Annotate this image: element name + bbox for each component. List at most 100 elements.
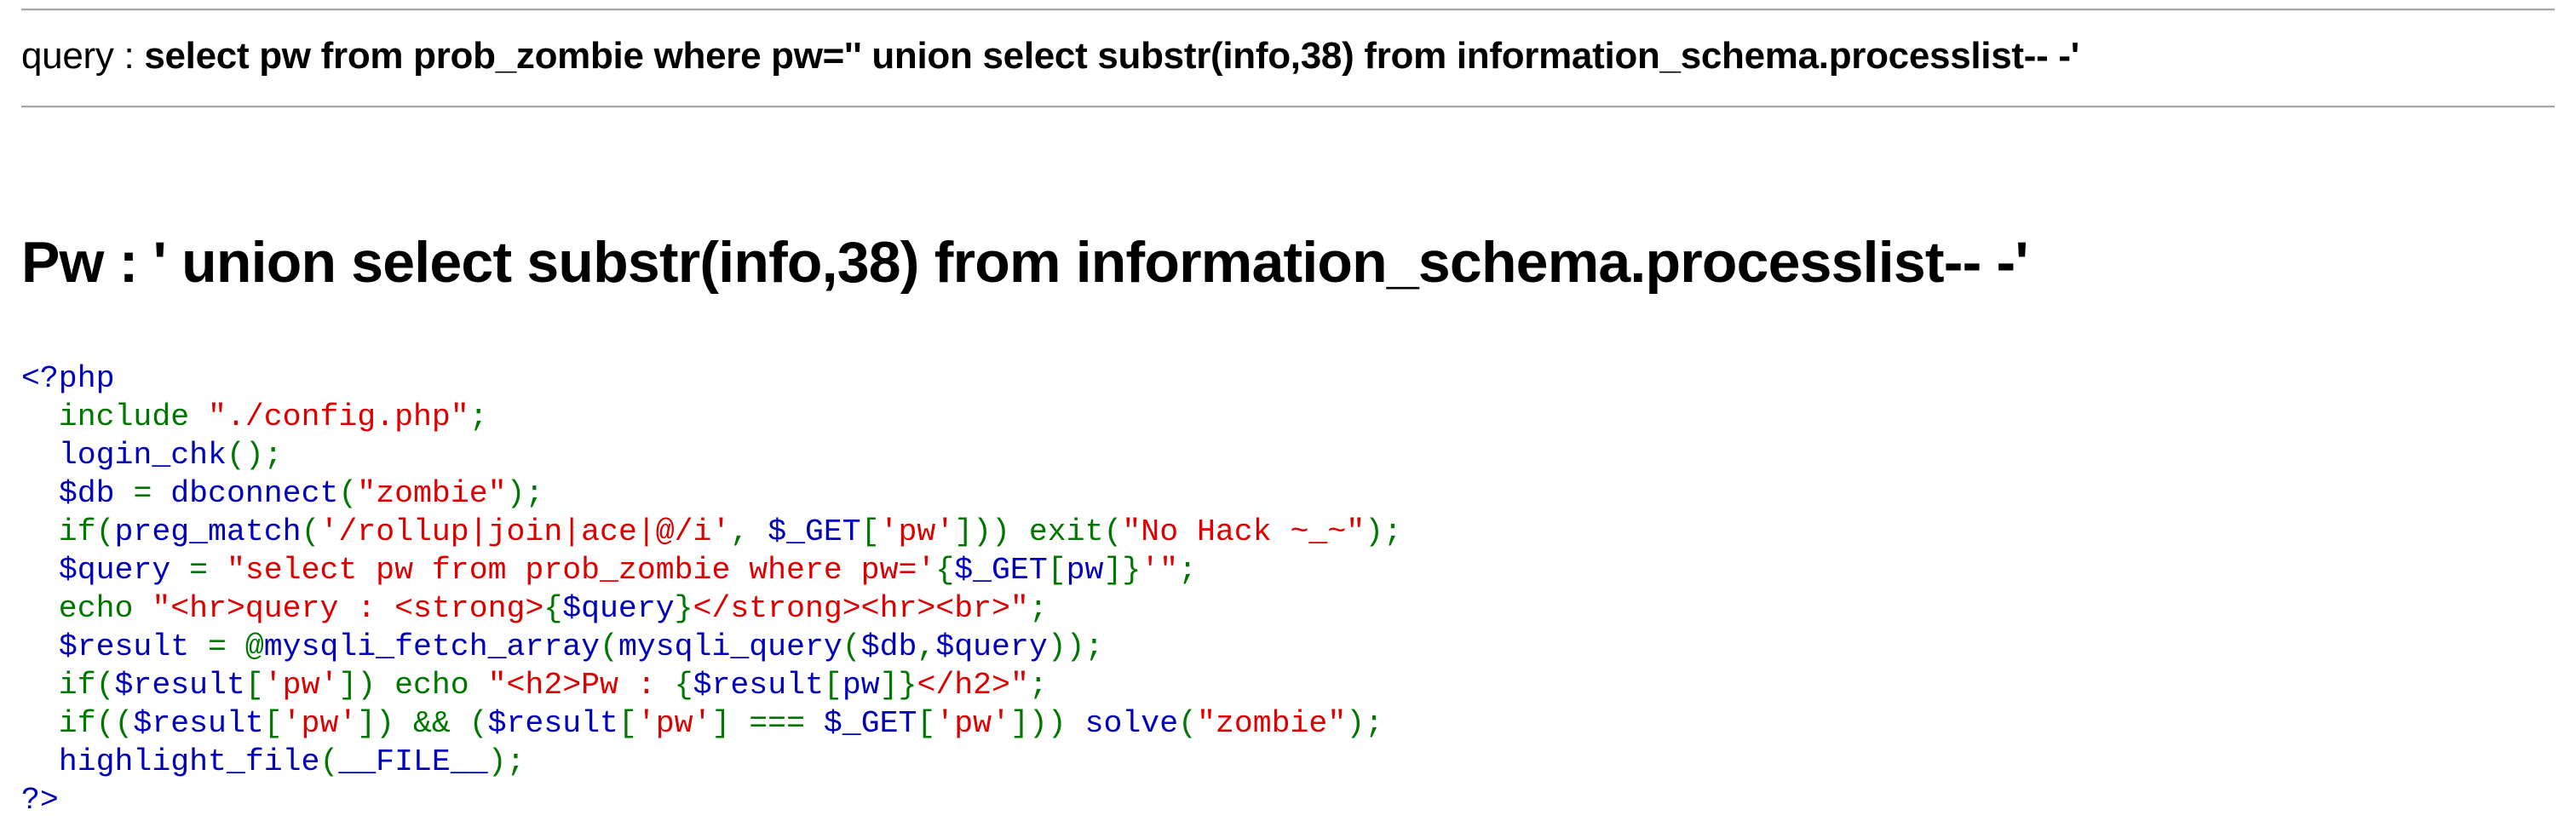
code-token: if( <box>21 514 115 549</box>
code-token: highlight_file <box>58 744 320 779</box>
code-token <box>21 476 59 511</box>
code-token: "zombie" <box>357 476 507 511</box>
code-token: include <box>21 399 209 434</box>
code-token: $result <box>487 706 618 741</box>
code-token: 'pw' <box>263 668 339 703</box>
code-token: [ <box>244 668 264 703</box>
bottom-horizontal-rule <box>21 106 2555 108</box>
code-token <box>21 629 59 664</box>
code-token: ] === <box>711 706 824 741</box>
code-token <box>21 438 59 473</box>
code-token: mysqli_fetch_array <box>263 629 601 664</box>
code-line: <?php <box>21 359 1402 398</box>
code-token: , <box>730 514 768 549</box>
code-token: "No Hack ~_~" <box>1122 514 1366 549</box>
code-token: )); <box>1047 629 1104 664</box>
query-label: query : <box>21 35 145 77</box>
code-token: [ <box>823 668 842 703</box>
code-token: $result <box>114 668 245 703</box>
code-token: '" <box>1141 553 1179 588</box>
code-line: highlight_file(__FILE__); <box>21 743 1402 781</box>
code-token: ); <box>1346 706 1384 741</box>
code-token: ); <box>487 744 526 779</box>
pw-result-heading: Pw : ' union select substr(info,38) from… <box>21 230 2029 295</box>
code-token <box>21 744 59 779</box>
code-token: "./config.php" <box>208 399 469 434</box>
code-token: ( <box>600 629 618 664</box>
code-token: $query <box>562 591 675 626</box>
query-display: query : select pw from prob_zombie where… <box>21 32 2079 80</box>
code-token: "select pw from prob_zombie where pw=' <box>226 553 936 588</box>
code-token: solve <box>1084 706 1179 741</box>
code-token: if(( <box>21 706 134 741</box>
code-token: (); <box>226 438 283 473</box>
code-token: ( <box>842 629 861 664</box>
code-token: if( <box>21 668 115 703</box>
query-text: select pw from prob_zombie where pw='' u… <box>144 35 2079 77</box>
code-token: ; <box>1028 591 1048 626</box>
code-token: $_GET <box>954 553 1048 588</box>
code-line: ?> <box>21 781 1402 819</box>
code-token: "<hr>query : <strong> <box>152 591 544 626</box>
code-line: login_chk(); <box>21 436 1402 474</box>
code-token: </h2>" <box>917 668 1029 703</box>
code-token: ]} <box>879 668 917 703</box>
code-token: $result <box>58 629 209 664</box>
code-token: ; <box>1028 668 1048 703</box>
code-token: 'pw' <box>636 706 712 741</box>
code-token: , <box>917 629 936 664</box>
code-line: if(($result['pw']) && ($result['pw'] ===… <box>21 704 1402 743</box>
code-token: ( <box>1178 706 1198 741</box>
code-token: '/rollup|join|ace|@/i' <box>319 514 731 549</box>
code-token: __FILE__ <box>338 744 488 779</box>
code-token: = @ <box>208 629 264 664</box>
code-token: ?> <box>21 783 59 818</box>
code-token: $db <box>58 476 134 511</box>
code-token: ; <box>1178 553 1197 588</box>
code-token: { <box>935 553 955 588</box>
code-token: [ <box>618 706 637 741</box>
top-horizontal-rule <box>21 9 2555 11</box>
code-token: [ <box>263 706 283 741</box>
code-token: ( <box>338 476 358 511</box>
code-token: [ <box>917 706 936 741</box>
code-token: mysqli_query <box>618 629 842 664</box>
code-token: [ <box>860 514 880 549</box>
code-token: ]} <box>1103 553 1141 588</box>
code-line: include "./config.php"; <box>21 398 1402 436</box>
code-token: $result <box>133 706 264 741</box>
code-token: 'pw' <box>879 514 955 549</box>
code-token: $query <box>935 629 1048 664</box>
code-token: pw <box>1066 553 1104 588</box>
code-line: if(preg_match('/rollup|join|ace|@/i', $_… <box>21 513 1402 551</box>
code-token: dbconnect <box>170 476 339 511</box>
code-token: pw <box>842 668 880 703</box>
php-source-code: <?php include "./config.php"; login_chk(… <box>21 359 1402 819</box>
code-token: echo <box>21 591 152 626</box>
code-token: ); <box>506 476 544 511</box>
code-token: 'pw' <box>282 706 358 741</box>
code-token: "zombie" <box>1197 706 1347 741</box>
code-token: ); <box>1365 514 1402 549</box>
code-token: { <box>543 591 563 626</box>
code-token: ; <box>469 399 488 434</box>
code-token: = <box>133 476 171 511</box>
code-token: $query <box>58 553 190 588</box>
code-line: $query = "select pw from prob_zombie whe… <box>21 551 1402 589</box>
code-line: $db = dbconnect("zombie"); <box>21 474 1402 513</box>
code-token: { <box>674 668 693 703</box>
code-token: } <box>674 591 693 626</box>
code-line: $result = @mysqli_fetch_array(mysqli_que… <box>21 628 1402 666</box>
code-token: 'pw' <box>935 706 1010 741</box>
code-token: "<h2>Pw : <box>487 668 675 703</box>
code-token: ( <box>301 514 320 549</box>
code-token: login_chk <box>58 438 227 473</box>
code-token: ])) <box>1009 706 1085 741</box>
code-line: echo "<hr>query : <strong>{$query}</stro… <box>21 589 1402 628</box>
code-line: if($result['pw']) echo "<h2>Pw : {$resul… <box>21 666 1402 704</box>
code-token: </strong><hr><br>" <box>693 591 1029 626</box>
code-token: ]) && ( <box>357 706 488 741</box>
code-token: $result <box>693 668 824 703</box>
code-token: [ <box>1047 553 1067 588</box>
code-token: $_GET <box>768 514 861 549</box>
